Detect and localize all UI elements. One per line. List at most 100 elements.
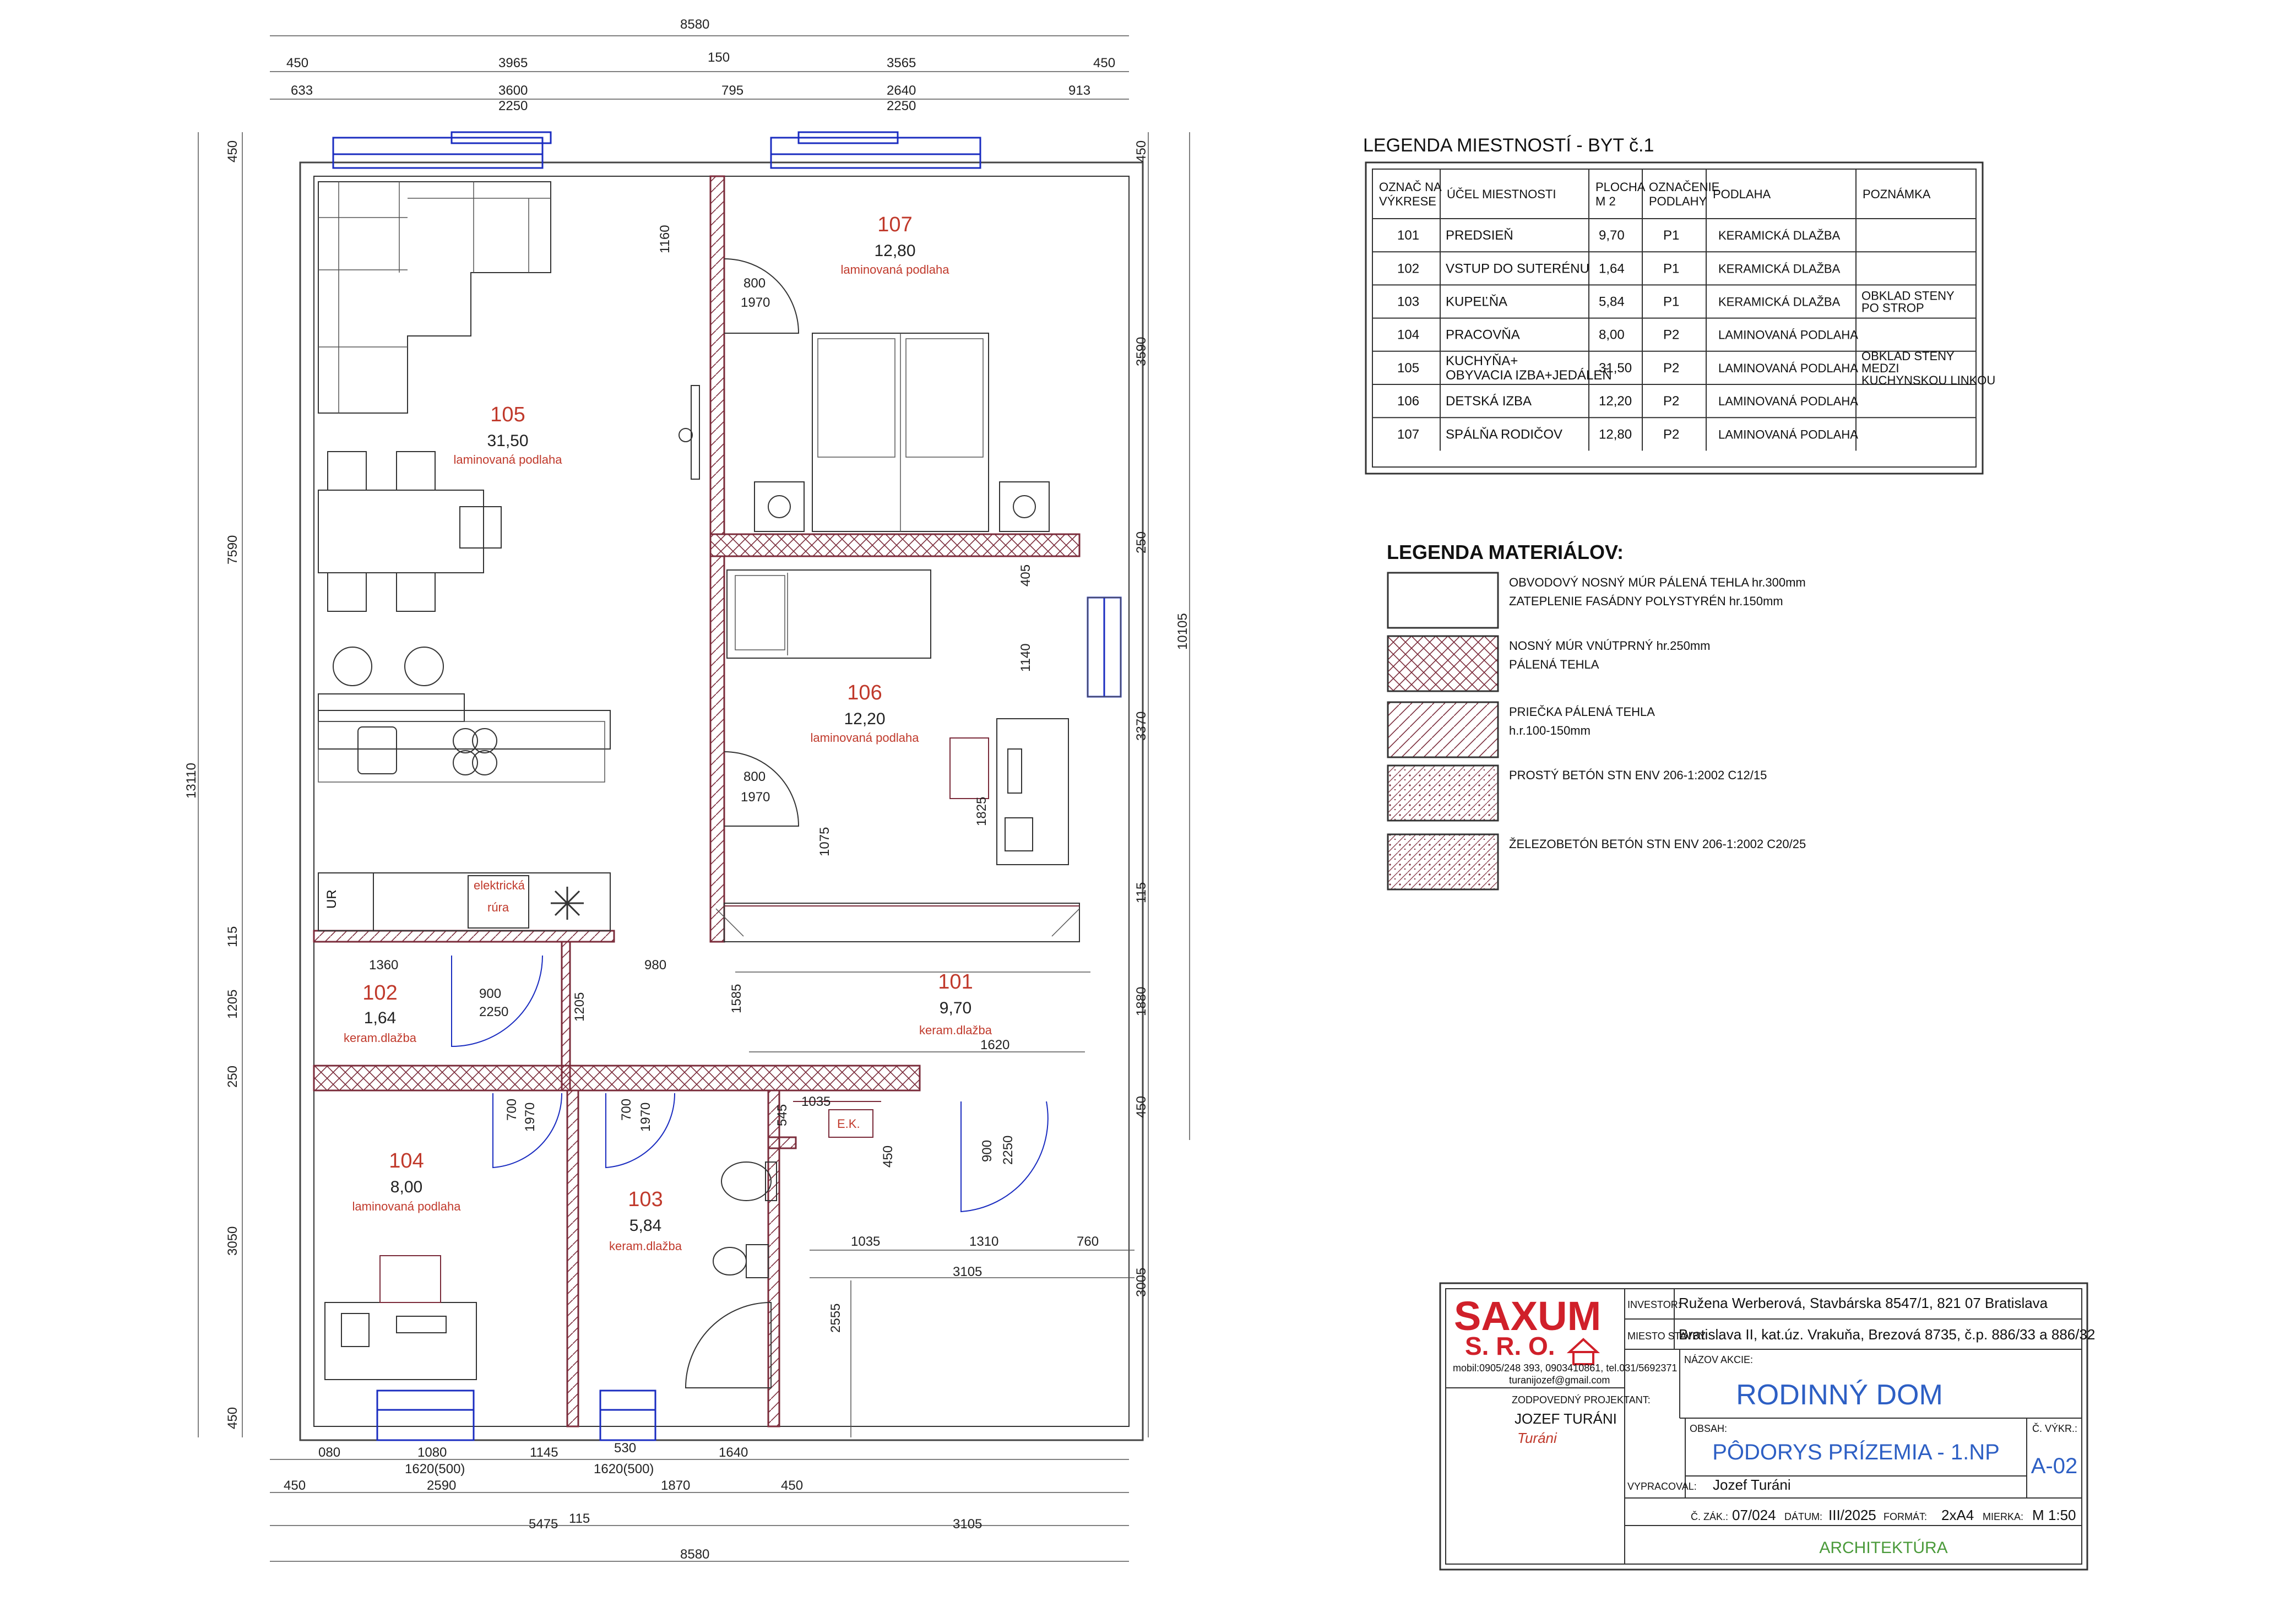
room-area: 5,84 (629, 1217, 661, 1235)
oven-label-line1: elektrická (474, 878, 525, 892)
dim-bottom: 115 (569, 1511, 590, 1526)
dim-top: 795 (721, 83, 743, 98)
dim-top: 913 (1068, 83, 1090, 98)
scale-value: M 1:50 (2032, 1507, 2076, 1523)
legend-floor-code: P1 (1663, 295, 1679, 310)
author-label: VYPRACOVAL: (1627, 1481, 1697, 1492)
material-swatch (1387, 635, 1499, 692)
legend-room-area: 12,80 (1599, 427, 1632, 442)
sofa (318, 181, 551, 414)
order-value: 07/024 (1732, 1507, 1776, 1523)
dim-bottom: 5475 (529, 1517, 558, 1532)
material-description: ŽELEZOBETÓN BETÓN STN ENV 206-1:2002 C20… (1509, 837, 1806, 851)
dim-interior: 3105 (953, 1264, 982, 1279)
dim-interior: 1160 (658, 225, 672, 253)
dim-interior: 2250 (479, 1005, 508, 1019)
legend-room-id: 106 (1397, 394, 1419, 409)
dim-right: 3590 (1134, 337, 1149, 366)
doors (451, 258, 1080, 1213)
dim-right: 250 (1134, 531, 1149, 553)
investor-value: Ružena Werberová, Stavbárska 8547/1, 821… (1679, 1295, 2048, 1311)
legend-floor: LAMINOVANÁ PODLAHA (1718, 361, 1858, 375)
dim-bottom: 2590 (427, 1478, 456, 1493)
bathroom-fixtures (685, 1161, 777, 1388)
legend-floor: KERAMICKÁ DLAŽBA (1718, 229, 1841, 242)
tv (679, 385, 700, 480)
stair-window (1087, 597, 1121, 697)
legend-room-id: 105 (1397, 361, 1419, 376)
legend-floor: LAMINOVANÁ PODLAHA (1718, 394, 1858, 408)
material-swatch (1387, 764, 1499, 822)
signature: Turáni (1517, 1430, 1557, 1446)
dim-bottom: 1620(500) (405, 1462, 465, 1477)
room-area: 12,80 (874, 242, 915, 260)
dim-left: 7590 (225, 535, 240, 564)
legend-header: PODLAHY (1649, 194, 1707, 208)
legend-header: PLOCHA (1595, 180, 1646, 194)
legend-note: OBKLAD STENY (1861, 289, 1955, 303)
dim-interior: 1140 (1018, 643, 1033, 672)
dim-left-total: 13110 (184, 763, 199, 799)
material-description: h.r.100-150mm (1509, 724, 1591, 737)
dim-interior: 900 (479, 986, 501, 1001)
dim-interior: 1970 (741, 295, 770, 310)
material-description: OBVODOVÝ NOSNÝ MÚR PÁLENÁ TEHLA hr.300mm (1509, 576, 1806, 589)
responsible-name: JOZEF TURÁNI (1515, 1410, 1617, 1427)
dim-left: 450 (225, 1407, 240, 1429)
dim-top: 3600 (498, 83, 528, 98)
site-label: MIESTO STAVBY: (1627, 1331, 1708, 1342)
legend-floor-code: P1 (1663, 228, 1679, 243)
dim-interior: 760 (1077, 1234, 1099, 1249)
dim-interior: 800 (743, 769, 766, 784)
material-description: PÁLENÁ TEHLA (1509, 658, 1599, 671)
dim-right: 3005 (1134, 1268, 1149, 1297)
dim-right: 3370 (1134, 712, 1149, 741)
dim-bottom: 1640 (719, 1445, 748, 1460)
material-swatch (1387, 833, 1499, 891)
dim-bottom: 1870 (661, 1478, 690, 1493)
dim-interior: 2250 (1001, 1136, 1016, 1165)
windows (332, 131, 1122, 1441)
dim-top: 150 (708, 50, 730, 65)
investor-label: INVESTOR: (1627, 1299, 1681, 1310)
legend-room-name: DETSKÁ IZBA (1446, 394, 1532, 409)
material-swatch (1387, 572, 1499, 629)
dimension-texts: 8580 450 3965 150 3565 450 633 3600 795 … (184, 17, 1190, 1562)
content-value: PÔDORYS PRÍZEMIA - 1.NP (1712, 1440, 2000, 1464)
kitchen-unit: elektrická rúra UR (318, 872, 611, 931)
child-bed (726, 569, 931, 659)
dim-interior: 1360 (369, 958, 398, 973)
legend-floor: LAMINOVANÁ PODLAHA (1718, 328, 1858, 342)
dim-interior: 1970 (523, 1103, 538, 1132)
dim-bottom-total: 8580 (680, 1547, 709, 1562)
legend-room-name: VSTUP DO SUTERÉNU (1446, 261, 1589, 276)
legend-room-name: PRACOVŇA (1446, 328, 1520, 343)
room-area: 1,64 (364, 1009, 396, 1027)
dim-top-total: 8580 (680, 17, 709, 32)
contact-phones: mobil:0905/248 393, 0903410861, tel.031/… (1453, 1363, 1677, 1374)
desk-106 (949, 718, 1069, 865)
legend-floor-code: P2 (1663, 361, 1679, 376)
discipline: ARCHITEKTÚRA (1819, 1539, 1947, 1557)
legend-header: PODLAHA (1713, 187, 1771, 201)
room-number: 103 (628, 1188, 663, 1211)
date-label: DÁTUM: (1784, 1511, 1822, 1522)
material-description: ZATEPLENIE FASÁDNY POLYSTYRÉN hr.150mm (1509, 594, 1783, 608)
legend-room-name: KUPEĽŇA (1446, 295, 1507, 310)
dim-right: 450 (1134, 140, 1149, 162)
scale-label: MIERKA: (1983, 1511, 2023, 1522)
legend-room-area: 1,64 (1599, 261, 1625, 276)
room-area: 8,00 (390, 1178, 422, 1196)
room-floor: laminovaná podlaha (811, 731, 920, 745)
room-105: 105 31,50 laminovaná podlaha (454, 403, 563, 466)
material-description: PROSTÝ BETÓN STN ENV 206-1:2002 C12/15 (1509, 768, 1767, 782)
dim-interior: 900 (980, 1140, 995, 1162)
responsible-label: ZODPOVEDNÝ PROJEKTANT: (1512, 1394, 1651, 1405)
room-area: 9,70 (940, 999, 971, 1017)
dim-right: 450 (1134, 1096, 1149, 1118)
dim-interior: 1310 (969, 1234, 998, 1249)
legend-header: OZNAČ NA (1379, 180, 1442, 194)
legend-header: VÝKRESE (1379, 194, 1436, 208)
legend-room-area: 12,20 (1599, 394, 1632, 409)
action-value: RODINNÝ DOM (1736, 1379, 1943, 1411)
